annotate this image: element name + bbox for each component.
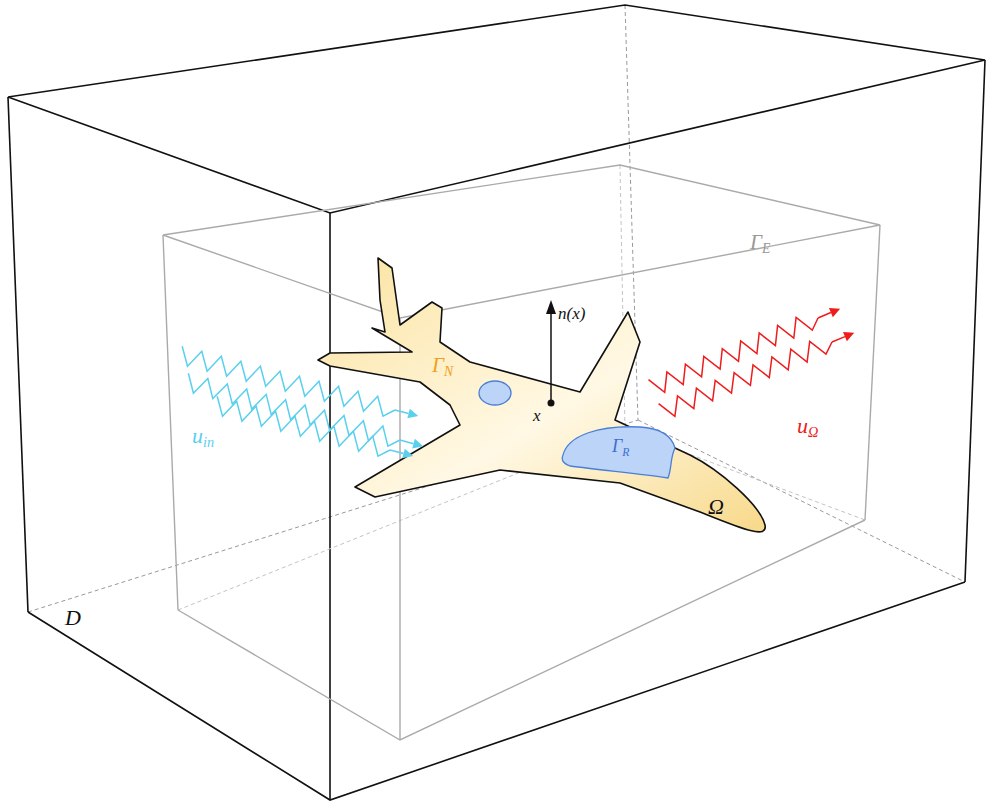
scattered-wave-label: uΩ [797,415,818,440]
wave-tail [400,440,414,444]
wave-tail [395,410,409,413]
robin-patch [562,427,675,478]
obstacle-label: Ω [708,496,724,518]
boundary-box [163,165,880,740]
point-label: x [533,407,541,424]
wave-lines [182,308,854,458]
domain-box [8,5,985,800]
incident-wave-label: uin [192,425,214,450]
wave-line [659,342,832,417]
wave-arrowhead [843,332,854,341]
wave-arrowhead [412,439,423,449]
neumann-label: ΓN [432,355,453,379]
wave-tail [390,450,404,453]
robin-label: ΓR [612,437,629,458]
wave-tail [818,313,831,318]
domain-label: D [65,607,81,629]
neumann-patch [479,381,511,405]
normal-label: n(x) [558,305,585,322]
normal-vector [546,300,556,407]
wave-arrowhead [402,449,413,459]
wave-tail [832,337,845,342]
wave-line [182,346,395,416]
boundary-label: ΓE [750,232,770,256]
airplane-body [318,258,765,532]
wave-line [217,396,390,456]
wave-arrowhead [829,308,840,317]
wave-arrowhead [407,409,418,419]
